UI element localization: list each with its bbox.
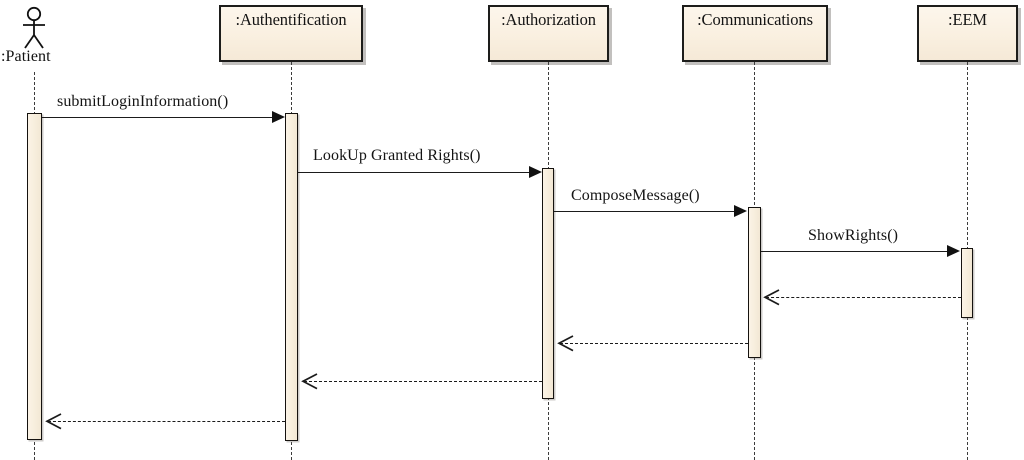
message-label-show-rights: ShowRights() [808,227,899,244]
message-arrowhead-show-rights [947,245,960,257]
participant-label-patient: :Patient [1,48,51,65]
activation-bar-communications [748,207,761,358]
message-arrowhead-compose-message [734,205,747,217]
message-label-submit-login-information: submitLoginInformation() [57,93,229,110]
participant-label-authorization: :Authorization [501,10,596,29]
participant-box-communications[interactable]: :Communications [682,5,828,62]
message-label-compose-message: ComposeMessage() [571,187,700,204]
message-line-show-rights[interactable] [761,251,948,252]
activation-bar-authentification [285,113,298,441]
participant-box-authentification[interactable]: :Authentification [219,5,363,62]
participant-label-authentification: :Authentification [235,10,347,29]
participant-box-authorization[interactable]: :Authorization [488,5,609,62]
message-line-submit-login-information[interactable] [42,117,278,118]
message-label-lookup-granted-rights: LookUp Granted Rights() [313,147,481,164]
activation-bar-authorization [542,168,554,399]
return-line-authentification-to-patient[interactable] [48,421,285,422]
message-arrowhead-lookup-granted-rights [529,166,542,178]
actor-patient-icon [23,6,45,49]
participant-box-eem[interactable]: :EEM [917,5,1018,62]
activation-bar-patient [27,113,42,440]
return-line-authorization-to-authentification[interactable] [304,381,542,382]
participant-label-eem: :EEM [947,10,987,29]
participant-label-communications: :Communications [697,10,813,29]
message-line-compose-message[interactable] [554,211,735,212]
return-line-eem-to-communications[interactable] [766,297,961,298]
activation-bar-eem [961,248,973,318]
return-line-communications-to-authorization[interactable] [560,343,748,344]
message-arrowhead-submit-login-information [272,111,285,123]
message-line-lookup-granted-rights[interactable] [298,172,530,173]
